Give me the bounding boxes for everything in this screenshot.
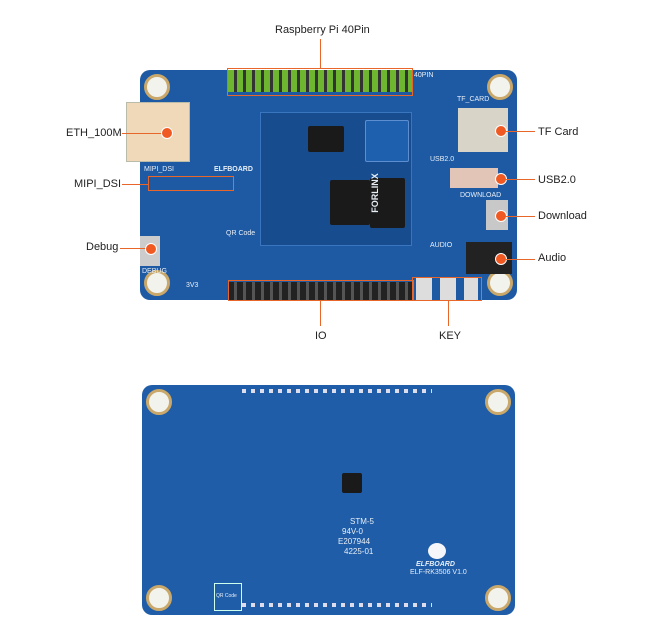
callout-tf-card: TF Card — [538, 126, 579, 138]
silk-usb: USB2.0 — [430, 156, 455, 163]
soc-chip — [330, 180, 370, 225]
callout-line — [505, 131, 535, 132]
key-buttons — [416, 278, 478, 300]
io-header — [228, 282, 412, 300]
callout-io: IO — [315, 330, 327, 342]
ethernet-port — [126, 102, 190, 162]
callout-debug: Debug — [86, 241, 119, 253]
callout-mipi-dsi: MIPI_DSI — [74, 178, 122, 190]
mount-hole — [485, 585, 511, 611]
callout-dot — [145, 243, 157, 255]
callout-key: KEY — [439, 330, 462, 342]
silk-debug: DEBUG — [142, 268, 167, 275]
qr-silk: QR Code — [226, 230, 256, 237]
header-40pin — [228, 70, 412, 92]
mount-hole — [487, 270, 513, 296]
silk-cert: E207944 — [338, 537, 371, 546]
highlight-mipi — [148, 176, 234, 191]
callout-line — [448, 300, 449, 326]
silk-audio: AUDIO — [430, 242, 453, 249]
callout-eth: ETH_100M — [66, 127, 122, 139]
mount-hole — [144, 270, 170, 296]
callout-line — [122, 133, 166, 134]
module-chip — [370, 178, 405, 228]
callout-download: Download — [538, 210, 587, 222]
callout-line — [120, 248, 148, 249]
usb-port — [450, 168, 498, 188]
callout-dot — [161, 127, 173, 139]
pin-row — [242, 603, 432, 607]
brand-silk: ELFBOARD — [214, 166, 253, 173]
callout-rpi-40pin: Raspberry Pi 40Pin — [275, 24, 370, 36]
silk-ul: 94V-0 — [342, 527, 363, 536]
silk-stm: STM-5 — [350, 517, 374, 526]
silk-mipi: MIPI_DSI — [144, 166, 174, 173]
callout-line — [320, 39, 321, 68]
qr-box — [214, 583, 242, 611]
soc-label: FORLINX — [369, 173, 380, 213]
highlight-40pin — [227, 68, 413, 96]
silk-tf: TF_CARD — [457, 96, 490, 103]
silk-3v3: 3V3 — [186, 282, 199, 289]
silk-brand: ELFBOARD — [416, 561, 455, 568]
mascot-logo — [428, 543, 446, 559]
mount-hole — [144, 74, 170, 100]
silk-download: DOWNLOAD — [460, 192, 502, 199]
board-bottom-view: STM-5 94V-0 E207944 4225-01 ELFBOARD ELF… — [142, 385, 515, 615]
callout-line — [122, 184, 148, 185]
silk-model: ELF-RK3506 V1.0 — [410, 569, 467, 576]
silk-code: 4225-01 — [344, 547, 374, 556]
silk-qr: QR Code — [216, 593, 237, 599]
highlight-key — [412, 277, 482, 301]
callout-line — [505, 216, 535, 217]
mount-hole — [146, 389, 172, 415]
callout-line — [505, 259, 535, 260]
mcu-chip — [342, 473, 362, 493]
pin-row — [242, 389, 432, 393]
callout-usb: USB2.0 — [538, 174, 576, 186]
mount-hole — [485, 389, 511, 415]
silk-40pin: 40PIN — [414, 72, 434, 79]
board-top-view: FORLINX ELFBOARD QR Code 40PIN TF_CARD U… — [126, 70, 517, 300]
callout-line — [505, 179, 535, 180]
highlight-io — [228, 280, 414, 301]
memory-chip — [308, 126, 344, 152]
mount-hole — [146, 585, 172, 611]
flash-chip — [365, 120, 409, 162]
callout-audio: Audio — [538, 252, 567, 264]
mount-hole — [487, 74, 513, 100]
callout-line — [320, 300, 321, 326]
